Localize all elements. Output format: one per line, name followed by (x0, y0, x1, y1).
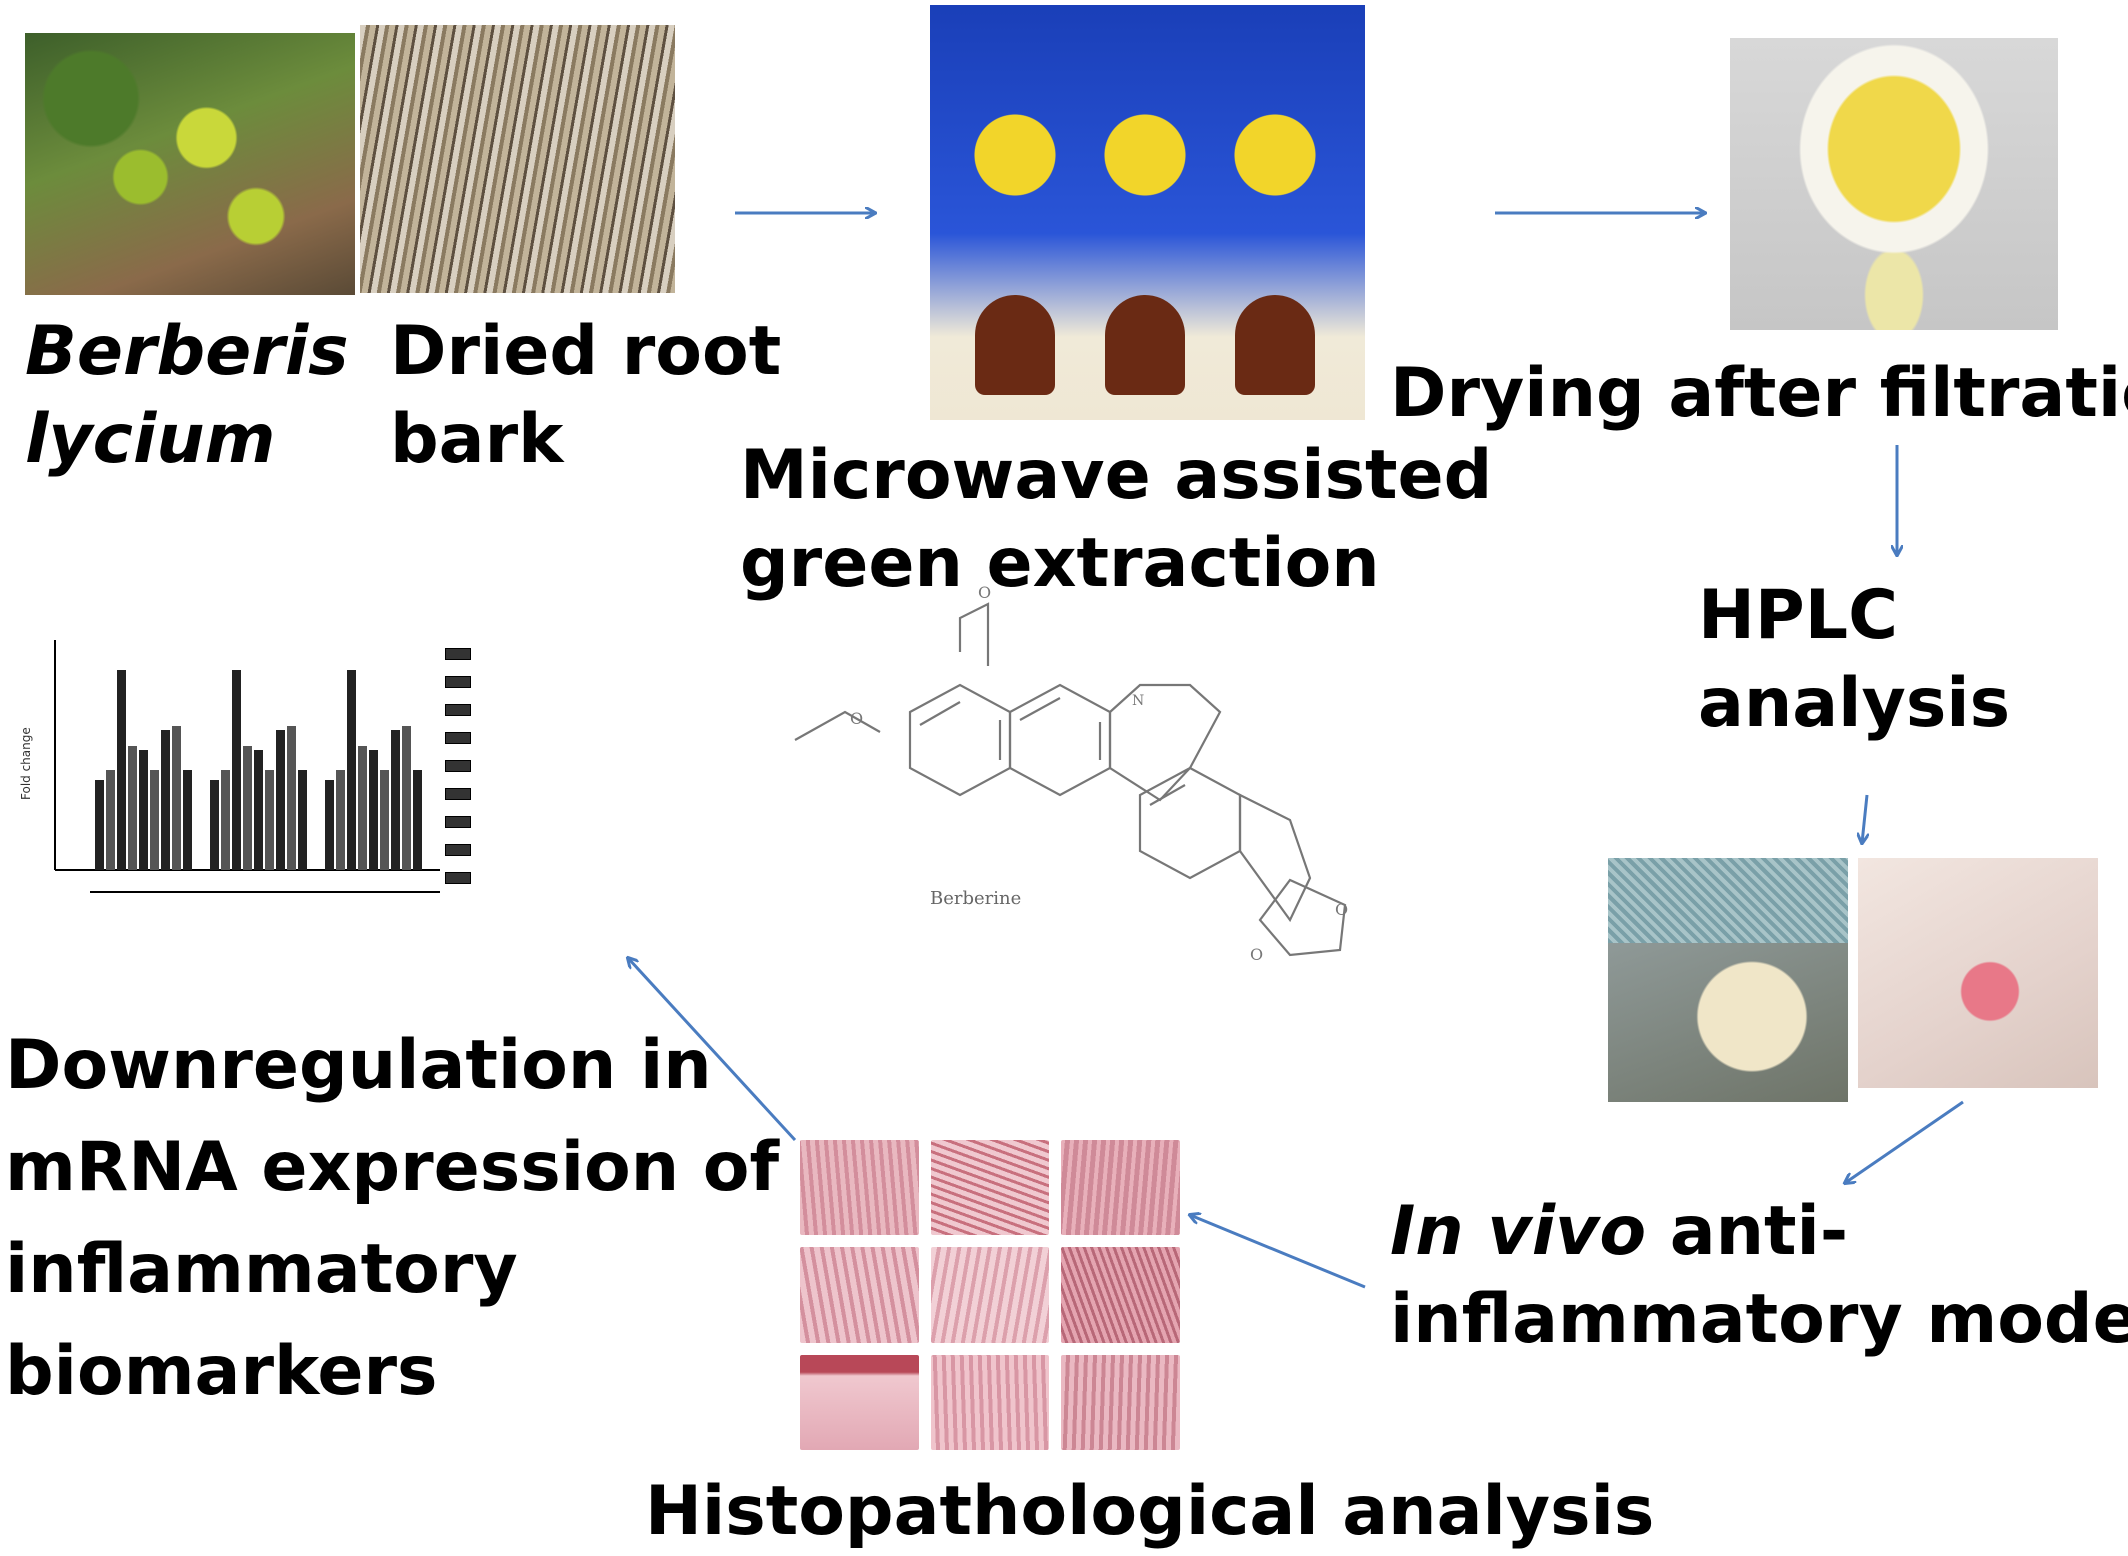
label-hplc: HPLC analysis (1698, 576, 2011, 744)
legend-item (445, 780, 479, 808)
chart-bar (161, 730, 170, 870)
chart-bar (336, 770, 345, 870)
berberine-label: Berberine (930, 888, 1022, 909)
chart-bar (106, 770, 115, 870)
label-berberis-lycium: Berberis lycium (25, 312, 349, 480)
chart-bar (325, 780, 334, 870)
histopathology-slides (800, 1140, 1180, 1450)
chart-bar (95, 780, 104, 870)
animal-model-photo-1 (1608, 858, 1848, 1102)
chart-bar (413, 770, 422, 870)
legend-item (445, 696, 479, 724)
histo-slide (930, 1247, 1050, 1343)
svg-text:O: O (850, 709, 863, 728)
histo-slide (800, 1140, 919, 1236)
histo-slide (1061, 1140, 1180, 1236)
svg-text:O: O (1250, 945, 1263, 964)
chart-bar (139, 750, 148, 870)
svg-text:Fold change: Fold change (19, 727, 33, 800)
chart-bar (232, 670, 241, 870)
chart-bar (358, 746, 367, 870)
legend-item (445, 640, 479, 668)
label-invivo-models: In vivo anti- inflammatory models (1390, 1192, 2128, 1360)
chart-bar (128, 746, 137, 870)
chart-bar (150, 770, 159, 870)
chart-bar (172, 726, 181, 870)
legend-item (445, 836, 479, 864)
histo-slide (800, 1354, 919, 1450)
chart-bar (210, 780, 219, 870)
mrna-bar-chart: Fold change (19, 640, 440, 893)
chart-bar (402, 726, 411, 870)
chart-bar (380, 770, 389, 870)
chart-bar (117, 670, 126, 870)
arrow-to-invivo (1845, 1100, 1964, 1183)
chart-bar (265, 770, 274, 870)
chart-bar (243, 746, 252, 870)
histo-slide (930, 1354, 1050, 1450)
label-mrna-downregulation: Downregulation in mRNA expression of inf… (5, 1026, 780, 1411)
label-drying: Drying after filtration (1390, 354, 2128, 433)
legend-item (445, 864, 479, 892)
legend-item (445, 808, 479, 836)
arrow-to-histo (1190, 1215, 1366, 1289)
chart-bar (221, 770, 230, 870)
berberis-plant-photo (25, 33, 355, 295)
chart-bar (276, 730, 285, 870)
label-dried-root-bark: Dried root bark (390, 312, 782, 480)
legend-item (445, 752, 479, 780)
svg-text:O: O (1335, 900, 1348, 919)
label-histopathology: Histopathological analysis (645, 1472, 1655, 1551)
drying-dish-photo (1730, 38, 2058, 330)
histo-slide (800, 1247, 919, 1343)
histo-slide (1061, 1247, 1180, 1343)
arrow-to-animal-models (1862, 794, 1867, 843)
animal-model-photo-2 (1858, 858, 2098, 1088)
histo-slide (1061, 1354, 1180, 1450)
chart-bar (347, 670, 356, 870)
svg-text:N: N (1132, 693, 1144, 709)
chart-bar (287, 726, 296, 870)
chart-bar (369, 750, 378, 870)
chart-bar (183, 770, 192, 870)
chart-bar (298, 770, 307, 870)
legend-item (445, 668, 479, 696)
legend-item (445, 724, 479, 752)
histo-slide (930, 1140, 1050, 1236)
chart-bar (391, 730, 400, 870)
extraction-flasks-photo (930, 5, 1365, 420)
chart-legend (445, 640, 479, 892)
dried-root-bark-photo (360, 25, 675, 293)
label-microwave-extraction: Microwave assisted green extraction (740, 436, 1493, 604)
chart-bar (254, 750, 263, 870)
